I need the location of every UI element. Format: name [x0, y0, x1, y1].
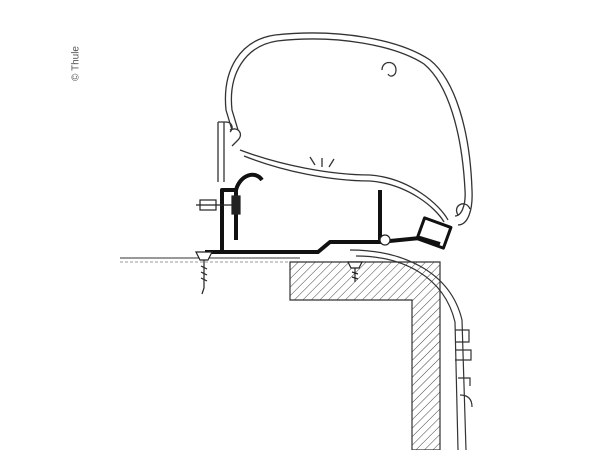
- side-cover-profile: [349, 249, 473, 450]
- adapter-rail: [205, 172, 453, 254]
- roof-screw: [195, 251, 213, 295]
- vehicle-wall-section: [289, 261, 441, 450]
- body-screw: [347, 234, 391, 282]
- mounting-bolt: [196, 195, 241, 215]
- roof-panel: [120, 257, 300, 263]
- awning-housing-profile: [217, 32, 473, 226]
